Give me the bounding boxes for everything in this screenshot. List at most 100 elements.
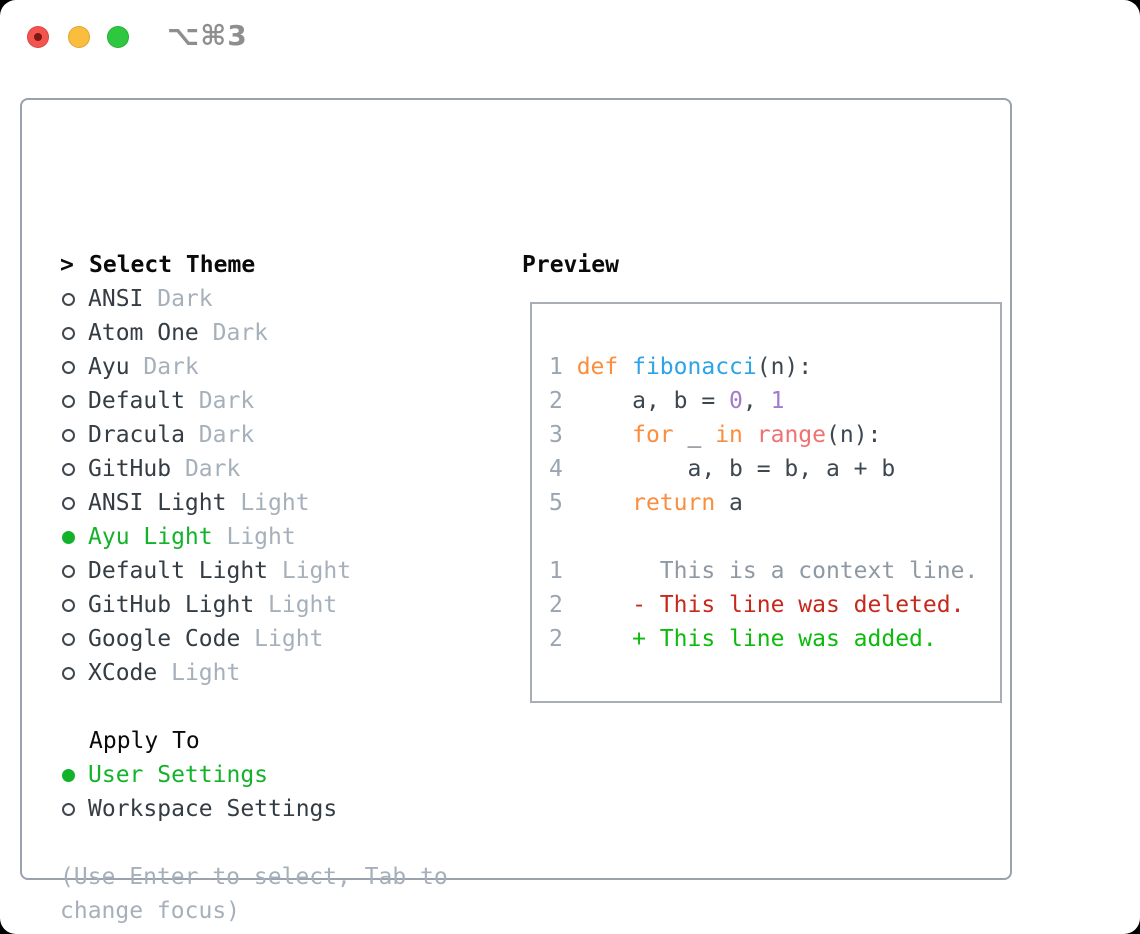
code-line: 5 return a bbox=[549, 486, 895, 520]
theme-name: ANSI Light bbox=[88, 490, 227, 516]
theme-option-google-code[interactable]: Google Code Light bbox=[60, 622, 351, 656]
diff-text: + This line was added. bbox=[576, 626, 937, 652]
theme-option-github[interactable]: GitHub Dark bbox=[60, 452, 351, 486]
theme-variant-tag: Dark bbox=[143, 354, 199, 380]
close-button-dot bbox=[34, 33, 42, 41]
line-number: 2 bbox=[549, 626, 577, 652]
radio-icon bbox=[62, 598, 75, 612]
theme-variant-tag: Dark bbox=[184, 456, 241, 482]
theme-variant-tag: Light bbox=[226, 524, 296, 550]
diff-preview: 1 This is a context line. 2 - This line w… bbox=[549, 554, 978, 656]
theme-option-default[interactable]: Default Dark bbox=[60, 384, 351, 418]
radio-icon bbox=[62, 462, 75, 476]
diff-line-deleted: 2 - This line was deleted. bbox=[549, 588, 978, 622]
minimize-button[interactable] bbox=[68, 26, 90, 48]
code-segment-keyword: return bbox=[632, 490, 716, 516]
line-number: 1 bbox=[549, 558, 577, 584]
code-segment-plain: (n): bbox=[756, 354, 813, 380]
diff-text: - This line was deleted. bbox=[576, 592, 965, 618]
line-number: 4 bbox=[549, 456, 577, 482]
focus-caret-icon: > bbox=[60, 252, 74, 278]
apply-option-workspace-settings[interactable]: Workspace Settings bbox=[60, 792, 337, 826]
theme-option-ansi-light[interactable]: ANSI Light Light bbox=[60, 486, 351, 520]
code-segment-plain bbox=[577, 490, 632, 516]
code-segment-plain bbox=[743, 422, 757, 448]
preview-title: Preview bbox=[522, 252, 619, 278]
theme-name: Ayu bbox=[88, 354, 130, 380]
radio-icon bbox=[62, 666, 75, 680]
radio-selected-icon bbox=[62, 530, 75, 544]
select-theme-header: > Select Theme bbox=[60, 248, 351, 282]
apply-to-title: Apply To bbox=[89, 728, 200, 754]
line-number: 3 bbox=[549, 422, 577, 448]
radio-icon bbox=[62, 802, 75, 816]
line-number: 1 bbox=[549, 354, 577, 380]
theme-name: XCode bbox=[88, 660, 158, 686]
select-theme-title: Select Theme bbox=[89, 252, 256, 278]
radio-icon bbox=[62, 632, 75, 646]
apply-to-header: Apply To bbox=[60, 724, 337, 758]
theme-name: Default bbox=[88, 388, 185, 414]
theme-variant-tag: Light bbox=[240, 490, 310, 516]
theme-option-dracula[interactable]: Dracula Dark bbox=[60, 418, 351, 452]
keyboard-hint-text: (Use Enter to select, Tab to change focu… bbox=[60, 864, 448, 924]
preview-box bbox=[530, 302, 1002, 703]
code-segment-call: range bbox=[756, 422, 826, 448]
theme-variant-tag: Light bbox=[281, 558, 352, 584]
apply-option-label: User Settings bbox=[88, 762, 269, 788]
radio-icon bbox=[62, 360, 75, 374]
radio-icon bbox=[62, 496, 75, 510]
code-segment-plain: (n): bbox=[826, 422, 882, 448]
line-number: 2 bbox=[549, 388, 577, 414]
theme-name: GitHub Light bbox=[88, 592, 255, 618]
theme-option-github-light[interactable]: GitHub Light Light bbox=[60, 588, 351, 622]
zoom-button[interactable] bbox=[107, 26, 129, 48]
theme-variant-tag: Dark bbox=[198, 388, 255, 414]
window-shortcut-label: ⌥⌘3 bbox=[167, 19, 248, 52]
theme-variant-tag: Dark bbox=[198, 422, 255, 448]
theme-option-ayu[interactable]: Ayu Dark bbox=[60, 350, 351, 384]
code-segment-number: 0 bbox=[729, 388, 743, 414]
theme-option-default-light[interactable]: Default Light Light bbox=[60, 554, 351, 588]
code-line: 1 def fibonacci(n): bbox=[549, 350, 895, 384]
theme-name: Dracula bbox=[88, 422, 185, 448]
apply-option-user-settings[interactable]: User Settings bbox=[60, 758, 337, 792]
theme-variant-tag: Light bbox=[254, 626, 324, 652]
radio-icon bbox=[62, 292, 75, 306]
code-segment-keyword: def bbox=[576, 354, 619, 380]
theme-variant-tag: Light bbox=[268, 592, 338, 618]
line-number: 5 bbox=[549, 490, 577, 516]
code-segment-plain: a, b = b, a + b bbox=[576, 456, 896, 482]
close-button[interactable] bbox=[27, 26, 49, 48]
code-segment-plain bbox=[618, 354, 632, 380]
theme-name: GitHub bbox=[88, 456, 172, 482]
code-segment-keyword: for bbox=[632, 422, 674, 448]
radio-selected-icon bbox=[62, 768, 75, 782]
code-line: 3 for _ in range(n): bbox=[549, 418, 895, 452]
radio-icon bbox=[62, 394, 75, 408]
theme-option-ayu-light[interactable]: Ayu Light Light bbox=[60, 520, 351, 554]
theme-name: Default Light bbox=[88, 558, 269, 584]
theme-name: Google Code bbox=[88, 626, 241, 652]
radio-icon bbox=[62, 326, 75, 340]
theme-name: Atom One bbox=[88, 320, 199, 346]
theme-option-xcode[interactable]: XCode Light bbox=[60, 656, 351, 690]
theme-variant-tag: Dark bbox=[212, 320, 269, 346]
code-line: 4 a, b = b, a + b bbox=[549, 452, 895, 486]
code-segment-function: fibonacci bbox=[632, 354, 757, 380]
code-segment-plain: , bbox=[742, 388, 771, 414]
theme-name: Ayu Light bbox=[88, 524, 213, 550]
theme-variant-tag: Light bbox=[171, 660, 241, 686]
code-line: 2 a, b = 0, 1 bbox=[549, 384, 895, 418]
diff-text: This is a context line. bbox=[576, 558, 979, 584]
diff-line-added: 2 + This line was added. bbox=[549, 622, 978, 656]
theme-option-atom-one[interactable]: Atom One Dark bbox=[60, 316, 351, 350]
code-segment-plain: a, b = bbox=[576, 388, 730, 414]
radio-icon bbox=[62, 564, 75, 578]
